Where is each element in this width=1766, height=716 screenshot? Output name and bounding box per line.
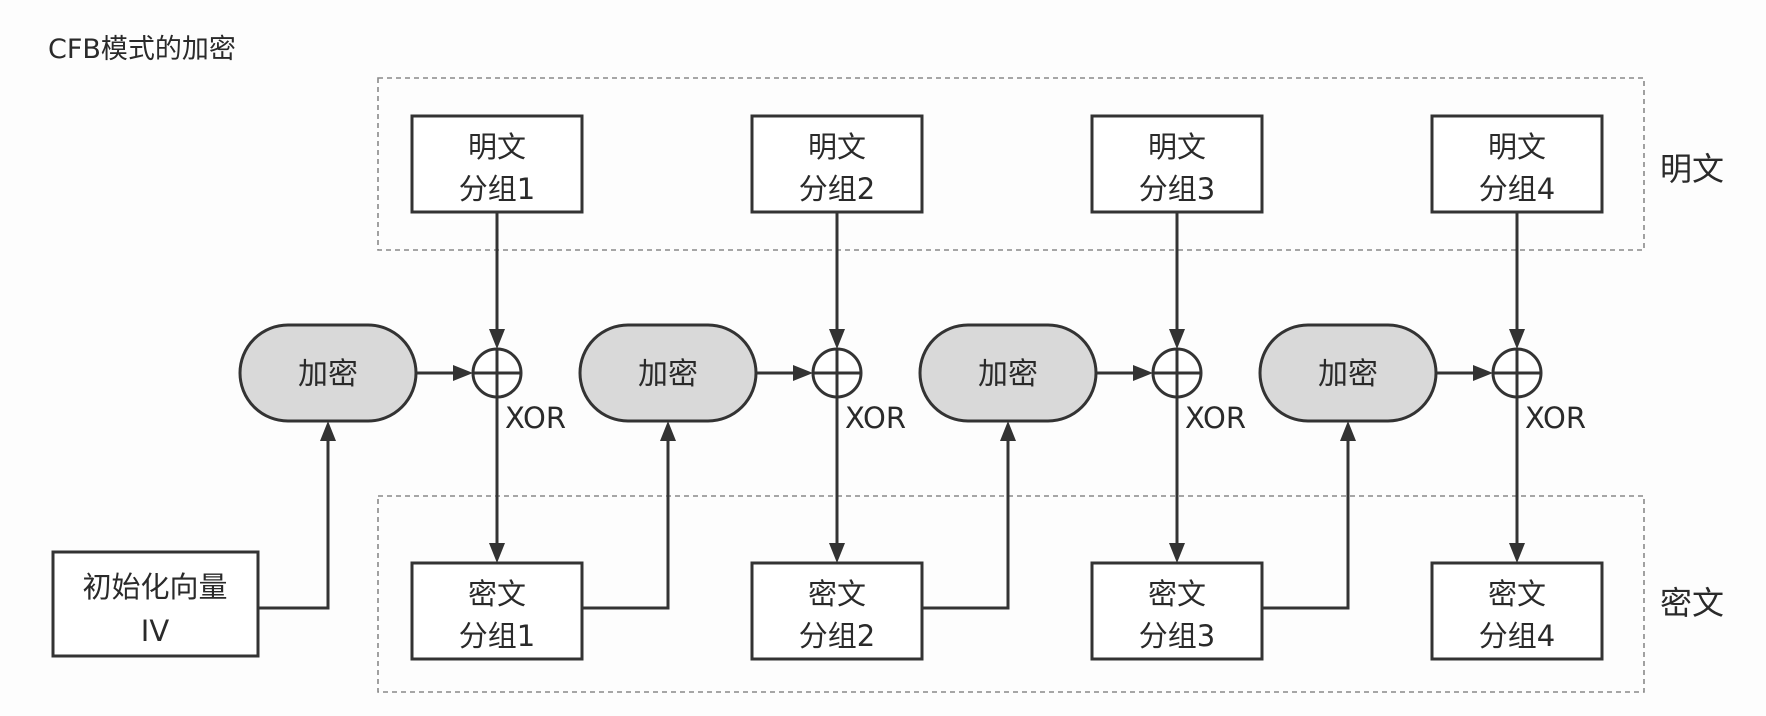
ciphertext-block-label-line2: 分组2: [799, 619, 875, 653]
xor-label: XOR: [1525, 401, 1586, 435]
iv-to-encrypt-line: [258, 439, 330, 610]
plaintext-block-label-line2: 分组3: [1139, 172, 1215, 206]
plaintext-block-label-line2: 分组2: [799, 172, 875, 206]
iv-label-line1: 初始化向量: [82, 570, 227, 604]
ciphertext-feedback-arrow: [660, 421, 676, 441]
encrypt-to-xor-arrow: [1473, 365, 1493, 381]
encrypt-block-label: 加密: [978, 357, 1038, 392]
ciphertext-feedback-line: [582, 439, 670, 610]
encrypt-block-label: 加密: [638, 357, 698, 392]
plaintext-to-xor-arrow: [829, 329, 845, 349]
xor-label: XOR: [845, 401, 906, 435]
encrypt-block-1: 加密: [238, 323, 418, 423]
xor-to-ciphertext-arrow: [829, 543, 845, 563]
encrypt-to-xor-arrow: [793, 365, 813, 381]
xor-operator-4: XOR: [1491, 347, 1586, 435]
ciphertext-region-label: 密文: [1660, 584, 1724, 622]
iv-to-encrypt-arrow: [320, 421, 336, 441]
ciphertext-block-label-line1: 密文: [468, 577, 526, 611]
xor-operator-2: XOR: [811, 347, 906, 435]
plaintext-region: [377, 77, 1645, 251]
iv-label-line2: IV: [141, 614, 170, 648]
plaintext-block-label-line1: 明文: [1148, 130, 1206, 164]
ciphertext-region: [377, 495, 1645, 693]
ciphertext-block-label-line2: 分组1: [459, 619, 535, 653]
iv-box: 初始化向量 IV: [51, 550, 260, 658]
encrypt-to-xor-arrow: [453, 365, 473, 381]
xor-label: XOR: [505, 401, 566, 435]
diagram-title: CFB模式的加密: [48, 34, 236, 65]
encrypt-block-label: 加密: [1318, 357, 1378, 392]
ciphertext-feedback-line: [922, 439, 1010, 610]
plaintext-region-label: 明文: [1660, 150, 1724, 188]
plaintext-block-label-line1: 明文: [808, 130, 866, 164]
plaintext-block-label-line1: 明文: [1488, 130, 1546, 164]
plaintext-block-label-line1: 明文: [468, 130, 526, 164]
plaintext-block-label-line2: 分组4: [1479, 172, 1555, 206]
ciphertext-feedback-arrow: [1000, 421, 1016, 441]
ciphertext-feedback-arrow: [1340, 421, 1356, 441]
encrypt-block-4: 加密: [1258, 323, 1438, 423]
xor-label: XOR: [1185, 401, 1246, 435]
encrypt-block-2: 加密: [578, 323, 758, 423]
xor-to-ciphertext-arrow: [1169, 543, 1185, 563]
encrypt-block-label: 加密: [298, 357, 358, 392]
ciphertext-block-label-line1: 密文: [1148, 577, 1206, 611]
plaintext-to-xor-arrow: [1169, 329, 1185, 349]
xor-to-ciphertext-arrow: [1509, 543, 1525, 563]
xor-operator-1: XOR: [471, 347, 566, 435]
plaintext-to-xor-arrow: [1509, 329, 1525, 349]
xor-to-ciphertext-arrow: [489, 543, 505, 563]
ciphertext-feedback-line: [1262, 439, 1350, 610]
ciphertext-block-label-line2: 分组3: [1139, 619, 1215, 653]
plaintext-to-xor-arrow: [489, 329, 505, 349]
ciphertext-block-label-line1: 密文: [808, 577, 866, 611]
stages-layer: 明文分组1密文分组1加密XOR明文分组2密文分组2加密XOR明文分组3密文分组3…: [238, 114, 1604, 661]
ciphertext-block-label-line1: 密文: [1488, 577, 1546, 611]
xor-operator-3: XOR: [1151, 347, 1246, 435]
encrypt-block-3: 加密: [918, 323, 1098, 423]
encrypt-to-xor-arrow: [1133, 365, 1153, 381]
ciphertext-block-label-line2: 分组4: [1479, 619, 1555, 653]
plaintext-block-label-line2: 分组1: [459, 172, 535, 206]
